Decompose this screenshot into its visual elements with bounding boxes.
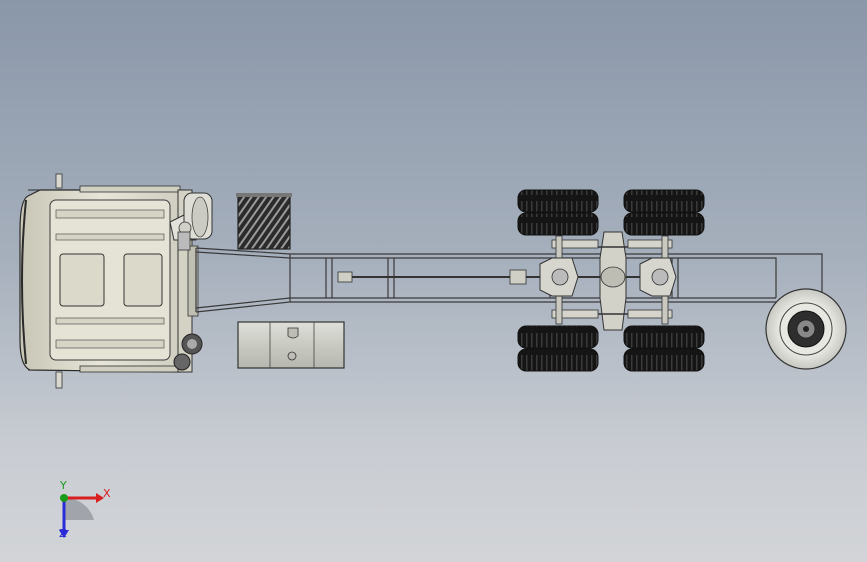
- air-tank[interactable]: [169, 192, 213, 241]
- cab[interactable]: [19, 173, 199, 389]
- triad-y-label: Y: [60, 479, 67, 492]
- tandem-balancer[interactable]: [598, 231, 652, 331]
- rear-axle-rear[interactable]: [623, 189, 705, 372]
- drive-shaft[interactable]: [337, 269, 640, 285]
- spare-wheel[interactable]: [765, 288, 847, 370]
- triad-axes-icon: [59, 493, 104, 538]
- fuel-tank[interactable]: [237, 321, 345, 369]
- rear-axle-front[interactable]: [517, 189, 599, 372]
- view-triad[interactable]: X Y Z: [40, 479, 120, 550]
- triad-x-label: X: [103, 487, 111, 500]
- chassis-frame[interactable]: [195, 247, 823, 313]
- triad-z-label: Z: [59, 527, 67, 540]
- front-axle[interactable]: [173, 231, 203, 371]
- radiator[interactable]: [236, 193, 292, 250]
